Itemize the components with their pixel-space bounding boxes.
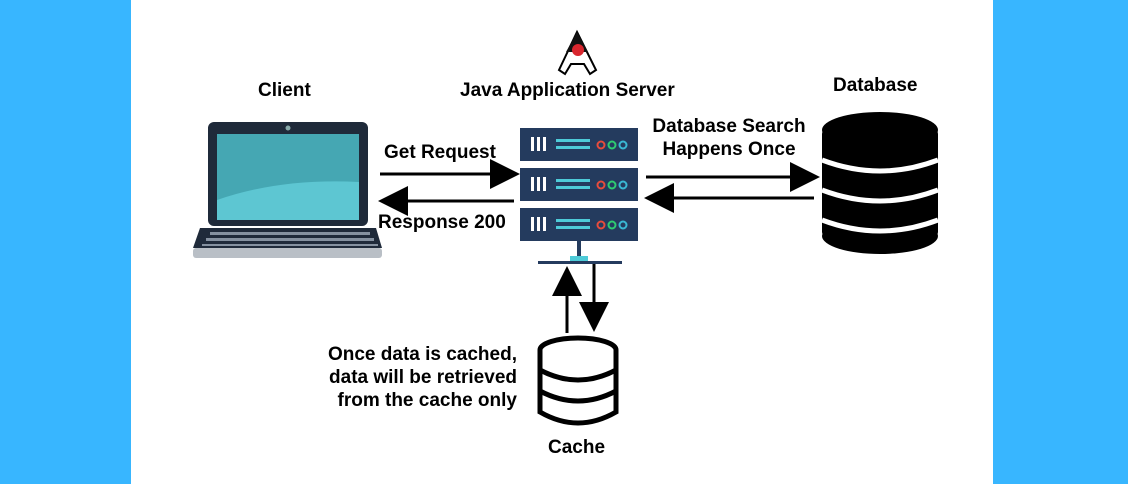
server-rack-icon <box>520 128 638 264</box>
response-label: Response 200 <box>378 212 506 233</box>
java-duke-icon <box>557 29 598 76</box>
left-side-band <box>0 0 131 484</box>
cache-note-line-3: from the cache only <box>337 389 518 411</box>
request-label: Get Request <box>384 142 496 163</box>
client-label: Client <box>258 80 311 101</box>
cache-note-line-2: data will be retrieved <box>329 366 517 388</box>
cache-label: Cache <box>548 437 606 458</box>
database-icon <box>821 112 939 254</box>
database-label: Database <box>833 75 918 96</box>
cache-note: Once data is cached, data will be retrie… <box>290 344 517 412</box>
server-unit-3 <box>520 208 638 241</box>
db-search-note: Database Search Happens Once <box>644 116 814 162</box>
server-label: Java Application Server <box>460 80 675 101</box>
db-search-line-2: Happens Once <box>662 138 796 160</box>
right-side-band <box>993 0 1128 484</box>
server-unit-2 <box>520 168 638 201</box>
db-search-line-1: Database Search <box>652 116 806 137</box>
server-unit-1 <box>520 128 638 161</box>
cache-database-icon <box>537 335 619 426</box>
laptop-icon <box>193 122 382 258</box>
cache-note-line-1: Once data is cached, <box>327 344 517 365</box>
